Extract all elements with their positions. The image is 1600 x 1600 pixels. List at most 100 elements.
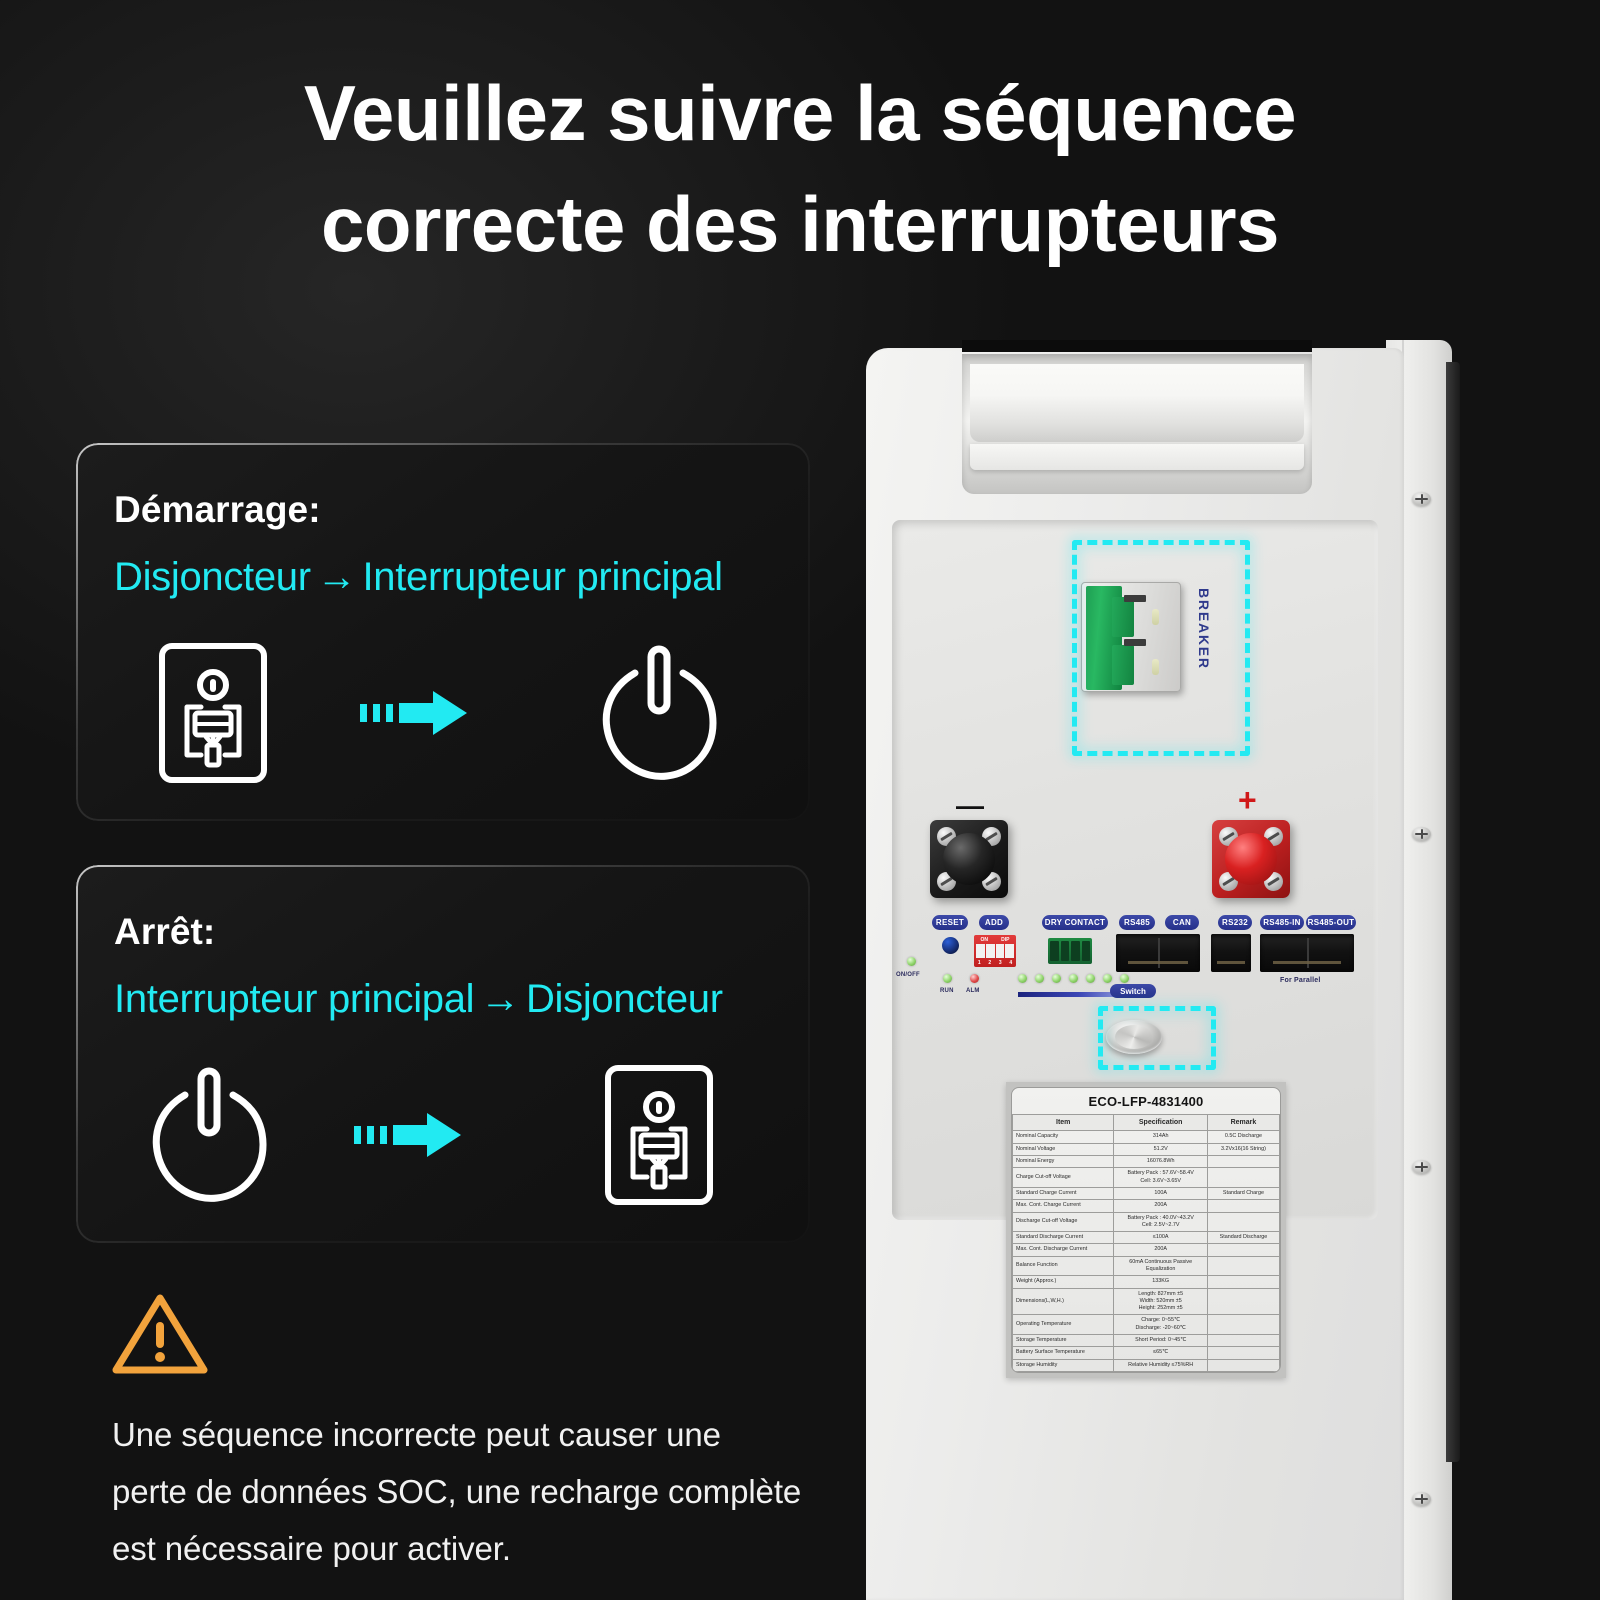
dip-digit: 1 [977,959,981,966]
run-label: RUN [940,988,954,994]
spec-cell-remark: 0.5C Discharge [1206,1130,1280,1144]
warning-triangle-icon [112,1292,902,1381]
spec-cell-item: Balance Function [1012,1255,1115,1277]
warning-text: Une séquence incorrecte peut causer une … [112,1407,902,1577]
soc-led [1035,974,1044,983]
shutdown-sequence-from: Interrupteur principal [114,977,475,1021]
circuit-breaker-icon [584,1060,734,1210]
breaker-indicator-top [1152,609,1159,625]
soc-gradient-bar [1018,992,1128,997]
onoff-led [907,957,916,966]
startup-sequence-card: Démarrage: Disjoncteur→Interrupteur prin… [76,443,810,821]
circuit-breaker-icon [138,638,288,788]
soc-led [1052,974,1061,983]
port-badge-rs232: RS232 [1218,915,1252,930]
soc-led [1086,974,1095,983]
spec-cell-remark [1206,1275,1280,1289]
shutdown-sequence-text: Interrupteur principal→Disjoncteur [114,977,723,1022]
port-badge-rs485: RS485 [1119,915,1155,930]
terminal-cap [943,833,995,885]
spec-header-specification: Specification [1113,1113,1208,1132]
spec-cell-remark [1206,1346,1280,1360]
spec-header-remark: Remark [1206,1113,1280,1132]
breaker-label: BREAKER [1196,588,1212,670]
positive-terminal [1212,820,1290,898]
spec-cell-specification: Relative Humidity ≤75%RH [1113,1358,1208,1372]
spec-cell-remark [1206,1211,1280,1233]
spec-cell-item: Standard Charge Current [1012,1186,1115,1201]
dip-switch-top-labels: ON DIP [974,937,1016,943]
alm-label: ALM [966,988,980,994]
breaker-lever-lower[interactable] [1112,645,1134,685]
breaker-slot-mid [1124,639,1146,646]
page-title-line-2: correcte des interrupteurs [320,179,1280,268]
run-led [943,974,952,983]
motion-arrow-icon [344,1095,474,1175]
port-badge-dry-contact: DRY CONTACT [1042,915,1108,930]
spec-cell-specification: 200A [1113,1243,1208,1257]
positive-pole-symbol: + [1238,782,1257,818]
spec-cell-item: Storage Humidity [1012,1358,1115,1372]
negative-terminal [930,820,1008,898]
spec-cell-remark [1206,1358,1280,1372]
spec-cell-remark [1206,1314,1280,1336]
dip-switch-digits: 1 2 3 4 [974,960,1016,966]
panel-screw [1412,1492,1431,1506]
soc-led [1069,974,1078,983]
main-power-switch-button[interactable] [1106,1020,1162,1054]
soc-led [1103,974,1112,983]
dip-label-on: ON [980,936,989,943]
spec-cell-item: Discharge Cut-off Voltage [1012,1211,1115,1233]
warning-block: Une séquence incorrecte peut causer une … [112,1292,902,1577]
shutdown-icon-row [116,1055,770,1215]
shutdown-sequence-arrow-glyph: → [480,977,520,1021]
spec-cell-specification: 16076.8Wh [1113,1155,1208,1169]
startup-sequence-from: Disjoncteur [114,555,311,599]
power-button-icon [584,638,734,788]
rs485-in-out-port-pair [1260,934,1354,972]
breaker-lever-upper[interactable] [1112,597,1134,637]
for-parallel-label: For Parallel [1280,977,1321,984]
spec-cell-remark [1206,1334,1280,1348]
warning-text-line-1: Une séquence incorrecte peut causer une [112,1416,721,1453]
terminal-cap [1225,833,1277,885]
startup-sequence-to: Interrupteur principal [362,555,723,599]
onoff-label: ON/OFF [896,972,920,978]
device-handle-bar [970,364,1304,442]
panel-screw [1412,1160,1431,1174]
panel-screw [1412,492,1431,506]
dip-label-dip: DIP [1001,936,1010,943]
spec-cell-item: Max. Cont. Charge Current [1012,1199,1115,1213]
dip-switch-toggles[interactable] [976,944,1014,958]
spec-cell-specification: 200A [1113,1199,1208,1213]
specification-label: ECO-LFP-4831400 Item Specification Remar… [1006,1082,1286,1378]
dip-switch-add[interactable]: ON DIP 1 2 3 4 [974,935,1016,967]
reset-button[interactable] [942,937,959,954]
spec-cell-item: Operating Temperature [1012,1314,1115,1336]
device-handle-lip [970,444,1304,470]
dip-digit: 4 [1009,959,1013,966]
spec-cell-remark [1206,1155,1280,1169]
port-badge-rs485-out: RS485-OUT [1306,915,1356,930]
spec-cell-specification: ≤100A [1113,1231,1208,1245]
shutdown-card-heading: Arrêt: [114,911,216,952]
spec-cell-item: Max. Cont. Discharge Current [1012,1243,1115,1257]
port-badge-add: ADD [979,915,1009,930]
power-button-icon [134,1060,284,1210]
breaker-switch[interactable] [1081,582,1181,692]
spec-cell-item: Nominal Energy [1012,1155,1115,1169]
breaker-indicator-bottom [1152,659,1159,675]
shutdown-sequence-to: Disjoncteur [525,977,723,1021]
